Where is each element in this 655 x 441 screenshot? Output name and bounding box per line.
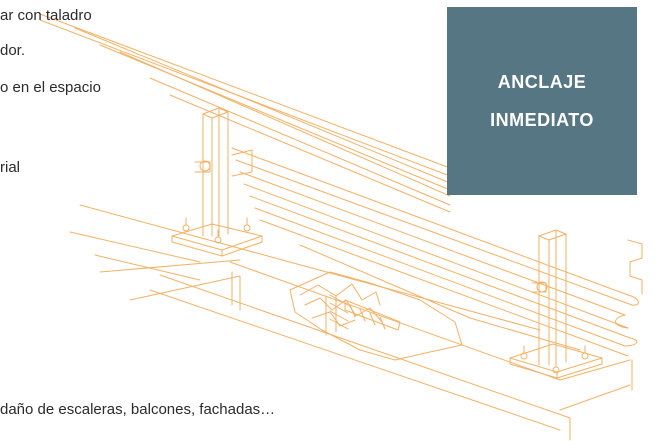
body-text-line-1: ar con taladro <box>0 7 92 24</box>
badge-line-1: ANCLAJE <box>497 72 587 92</box>
badge-text: ANCLAJE INMEDIATO <box>490 63 594 139</box>
badge-line-2: INMEDIATO <box>490 110 594 130</box>
body-text-line-5: daño de escaleras, balcones, fachadas… <box>0 401 276 418</box>
body-text-line-3: o en el espacio <box>0 79 101 96</box>
body-text-line-2: dor. <box>0 42 26 59</box>
anclaje-inmediato-badge: ANCLAJE INMEDIATO <box>447 7 637 195</box>
body-text-line-4: rial <box>0 159 21 176</box>
